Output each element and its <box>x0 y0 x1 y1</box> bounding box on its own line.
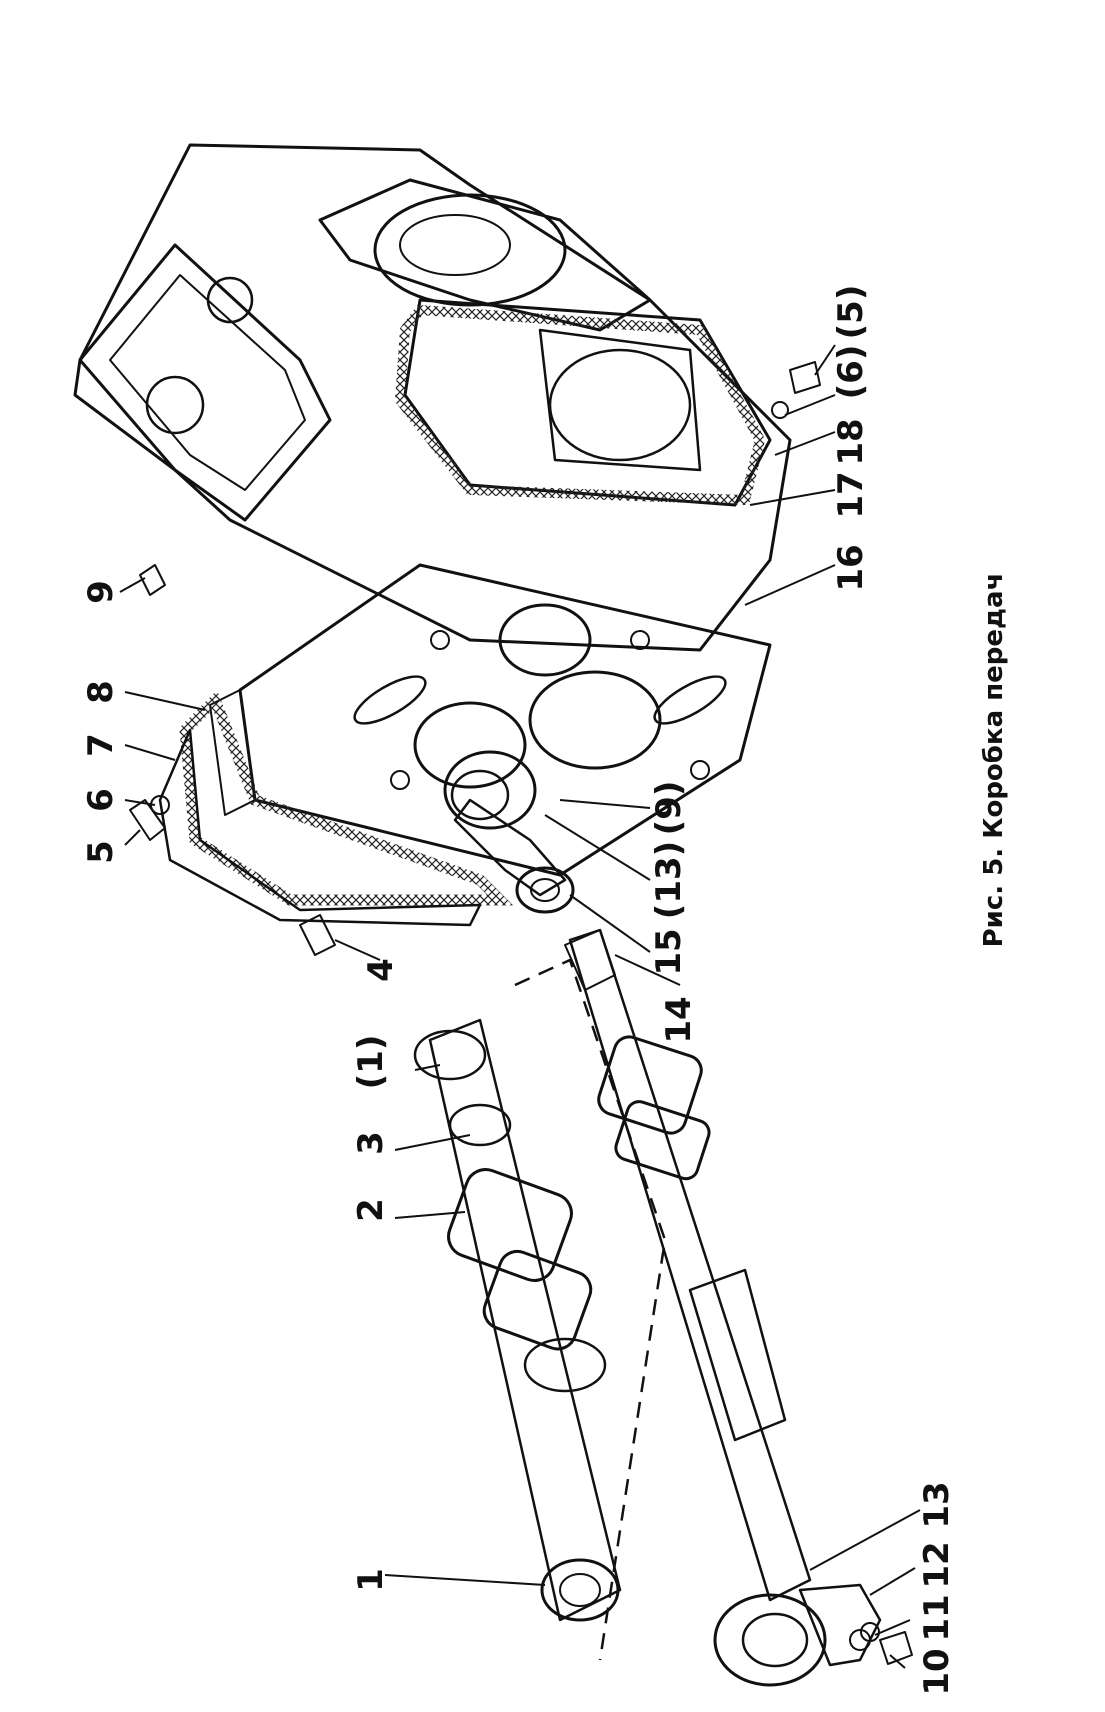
figure-caption: Рис. 5. Коробка передач <box>979 573 1009 948</box>
label-15: 15 <box>649 928 689 975</box>
label-5: 5 <box>81 840 121 864</box>
leader-lines <box>119 344 921 1669</box>
gear-cluster <box>413 1018 622 1622</box>
label-1: 1 <box>351 1568 391 1592</box>
label-14: 14 <box>659 996 699 1043</box>
label-17: 17 <box>831 471 871 518</box>
label-9-top: 9 <box>81 580 121 604</box>
label-16: 16 <box>831 544 871 591</box>
label-11: 11 <box>917 1594 957 1641</box>
main-shaft <box>564 928 913 1687</box>
label-2: 2 <box>351 1198 391 1222</box>
label-13-paren: (13) <box>649 841 689 919</box>
gearbox-housing <box>73 143 821 956</box>
label-9-paren: (9) <box>649 781 689 836</box>
label-4: 4 <box>361 958 401 982</box>
label-13: 13 <box>917 1481 957 1528</box>
part-labels: 1 2 3 (1) 4 5 6 7 8 9 (9) (13) 15 14 16 … <box>81 285 957 1696</box>
label-5-paren: (5) <box>831 285 871 340</box>
label-8: 8 <box>81 680 121 704</box>
label-10: 10 <box>917 1648 957 1695</box>
label-6: 6 <box>81 788 121 812</box>
label-6-paren: (6) <box>831 345 871 400</box>
label-12: 12 <box>917 1541 957 1588</box>
label-1-paren: (1) <box>351 1035 391 1090</box>
label-3: 3 <box>351 1131 391 1155</box>
label-18: 18 <box>831 418 871 465</box>
label-7: 7 <box>81 733 121 757</box>
